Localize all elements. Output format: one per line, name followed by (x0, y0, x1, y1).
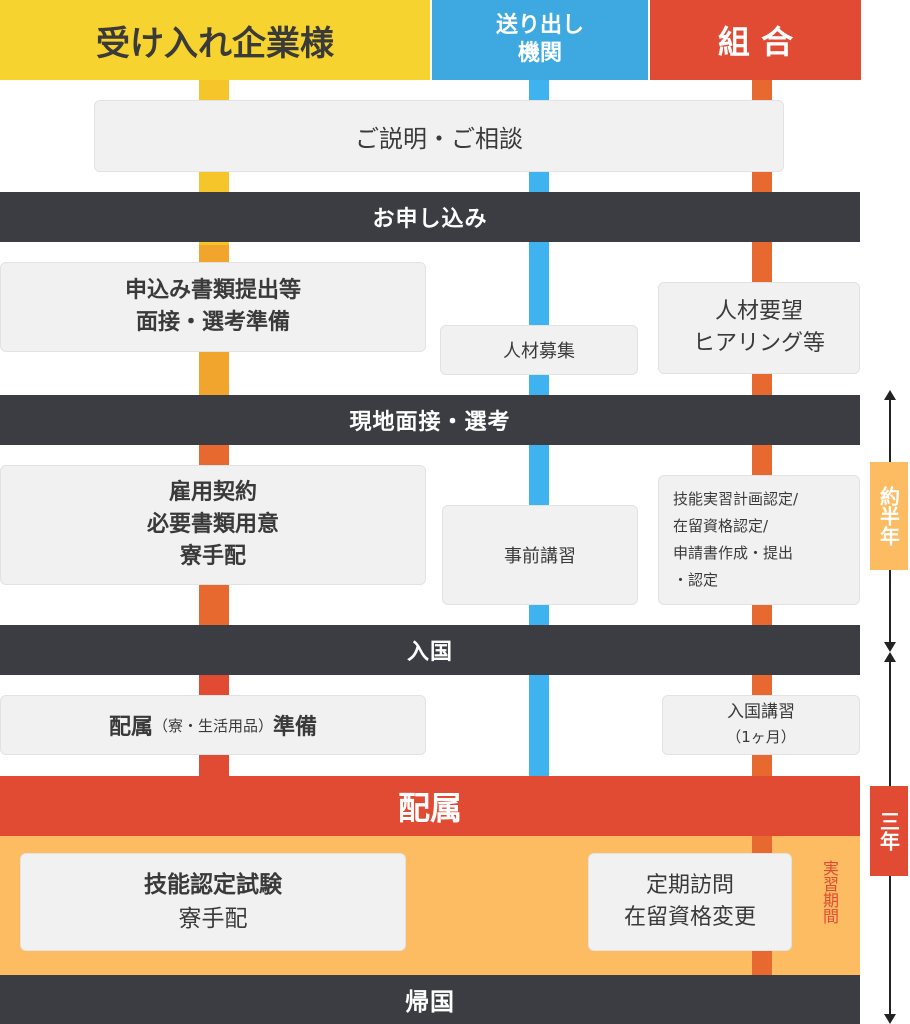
contract-line-3: 寮手配 (179, 544, 246, 569)
documents-line-1: 申込み書類提出等 (124, 278, 301, 303)
application-bar: お申し込み (0, 192, 860, 242)
return-label: 帰国 (405, 988, 455, 1016)
entry-training-line-1: 入国講習 (727, 702, 795, 722)
assignment-bar: 配属 (0, 776, 860, 836)
header-sending-label-1: 送り出し (495, 13, 584, 38)
certification-line-3: 申請書作成・提出 (673, 544, 794, 562)
three-years-tag: 三年 (870, 786, 908, 876)
three-years-label: 三年 (876, 811, 901, 851)
regular-visit-box: 定期訪問 在留資格変更 (588, 853, 792, 951)
header-sending-label-2: 機関 (517, 41, 562, 66)
pre-training-box: 事前講習 (442, 505, 638, 605)
interview-label: 現地面接・選考 (349, 410, 511, 435)
return-bar: 帰国 (0, 975, 860, 1024)
regular-visit-line-1: 定期訪問 (645, 873, 734, 898)
entry-label: 入国 (406, 640, 453, 665)
skill-exam-line-2: 寮手配 (178, 906, 248, 932)
half-year-label: 約半年 (876, 486, 901, 546)
pre-training-label: 事前講習 (504, 546, 576, 567)
consultation-box: ご説明・ご相談 (94, 100, 784, 172)
certification-line-2: 在留資格認定/ (673, 517, 769, 535)
half-year-tag: 約半年 (870, 462, 908, 570)
header-union-label: 組 合 (717, 23, 794, 61)
recruitment-label: 人材募集 (503, 341, 575, 362)
contract-line-2: 必要書類用意 (146, 512, 279, 537)
certification-box: 技能実習計画認定/ 在留資格認定/ 申請書作成・提出 ・認定 (658, 475, 860, 605)
hearing-line-1: 人材要望 (714, 299, 803, 324)
application-label: お申し込み (372, 207, 488, 232)
training-period-label: 実習期間 (820, 860, 839, 924)
contract-line-1: 雇用契約 (168, 480, 257, 505)
entry-training-box: 入国講習 （1ヶ月） (662, 695, 860, 755)
contract-box: 雇用契約 必要書類用意 寮手配 (0, 465, 426, 585)
header-union: 組 合 (650, 0, 861, 80)
regular-visit-line-2: 在留資格変更 (623, 905, 756, 930)
entry-training-line-2: （1ヶ月） (726, 728, 796, 746)
recruitment-box: 人材募集 (440, 325, 638, 375)
consultation-label: ご説明・ご相談 (355, 124, 523, 153)
interview-bar: 現地面接・選考 (0, 395, 860, 445)
certification-line-1: 技能実習計画認定/ (673, 490, 799, 508)
documents-line-2: 面接・選考準備 (135, 310, 290, 335)
entry-bar: 入国 (0, 625, 860, 675)
skill-exam-box: 技能認定試験 寮手配 (20, 853, 406, 951)
assignment-prep-main-1: 配属 (108, 715, 153, 740)
skill-exam-line-1: 技能認定試験 (144, 872, 282, 898)
assignment-prep-detail: （寮・生活用品） (152, 716, 273, 735)
hearing-box: 人材要望 ヒアリング等 (658, 282, 860, 374)
documents-box: 申込み書類提出等 面接・選考準備 (0, 262, 426, 352)
header-company-label: 受け入れ企業様 (96, 23, 334, 64)
header-company: 受け入れ企業様 (0, 0, 430, 80)
assignment-label: 配属 (397, 789, 462, 827)
assignment-prep-main-2: 準備 (273, 715, 318, 740)
assignment-prep-box: 配属 （寮・生活用品） 準備 (0, 695, 426, 755)
certification-line-4: ・認定 (673, 571, 719, 589)
header-sending-agency: 送り出し 機関 (432, 0, 648, 80)
hearing-line-2: ヒアリング等 (692, 331, 825, 356)
